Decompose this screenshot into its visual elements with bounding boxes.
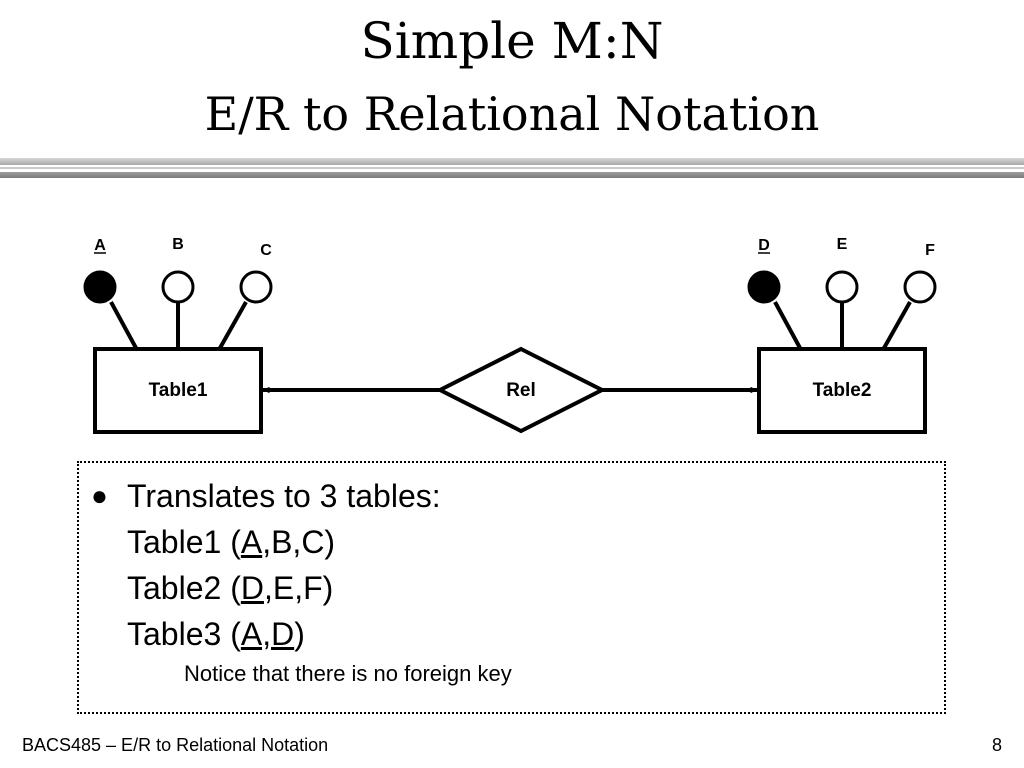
entity-name-right: Table2 — [813, 380, 872, 401]
relation-table3-key: A,D — [240, 616, 295, 652]
slide-title: Simple M:N — [360, 12, 664, 70]
attribute-c-dot — [239, 270, 273, 304]
relation-table3-name: Table3 ( — [127, 616, 241, 652]
relation-table1-rest: ,B,C) — [262, 524, 336, 560]
entity-name-left: Table1 — [149, 380, 208, 401]
relation-table3-rest: ) — [294, 616, 305, 652]
relation-table3: Table3 (A,D) — [127, 611, 305, 657]
footer-page-number: 8 — [991, 735, 1002, 755]
attribute-label-a: A — [94, 237, 106, 254]
attribute-connector-f — [882, 301, 912, 349]
relation-table2-rest: ,E,F) — [263, 570, 334, 606]
key-attribute-a-dot — [83, 270, 117, 304]
relation-table2-key: D — [240, 570, 264, 606]
relationship-diamond — [435, 346, 607, 434]
title-divider-bottom — [0, 172, 1024, 178]
er-diagram: A B C D E F Table1 Table2 Rel — [83, 236, 937, 434]
entity-box-left — [93, 347, 263, 434]
relation-table1-name: Table1 ( — [127, 524, 241, 560]
relation-table1: Table1 (A,B,C) — [127, 519, 335, 565]
entity-box-right — [757, 347, 927, 434]
title-divider-middle — [0, 167, 1024, 169]
footer-course-title: BACS485 – E/R to Relational Notation — [22, 735, 329, 755]
attribute-connector-c — [218, 301, 248, 349]
notes-heading: Translates to 3 tables: — [127, 478, 441, 514]
attribute-connector-d — [773, 301, 802, 349]
attribute-f-dot — [903, 270, 937, 304]
foreign-key-note: Notice that there is no foreign key — [184, 661, 512, 686]
relation-table1-key: A — [240, 524, 263, 560]
attribute-connector-a — [109, 301, 138, 349]
key-attribute-d-dot — [747, 270, 781, 304]
attribute-e-dot — [825, 270, 859, 304]
attribute-b-dot — [161, 270, 195, 304]
title-divider-top — [0, 158, 1024, 165]
notes-box: ● Translates to 3 tables: Table1 (A,B,C)… — [77, 461, 946, 714]
attribute-label-f: F — [925, 242, 935, 259]
slide-subtitle: E/R to Relational Notation — [204, 87, 820, 141]
relation-table2: Table2 (D,E,F) — [127, 565, 333, 611]
relation-table2-name: Table2 ( — [127, 570, 241, 606]
relationship-name: Rel — [506, 380, 536, 401]
attribute-label-b: B — [172, 236, 184, 253]
bullet-marker: ● — [91, 480, 108, 511]
attribute-label-d: D — [758, 237, 770, 254]
attribute-label-e: E — [837, 236, 848, 253]
attribute-label-c: C — [260, 242, 272, 259]
